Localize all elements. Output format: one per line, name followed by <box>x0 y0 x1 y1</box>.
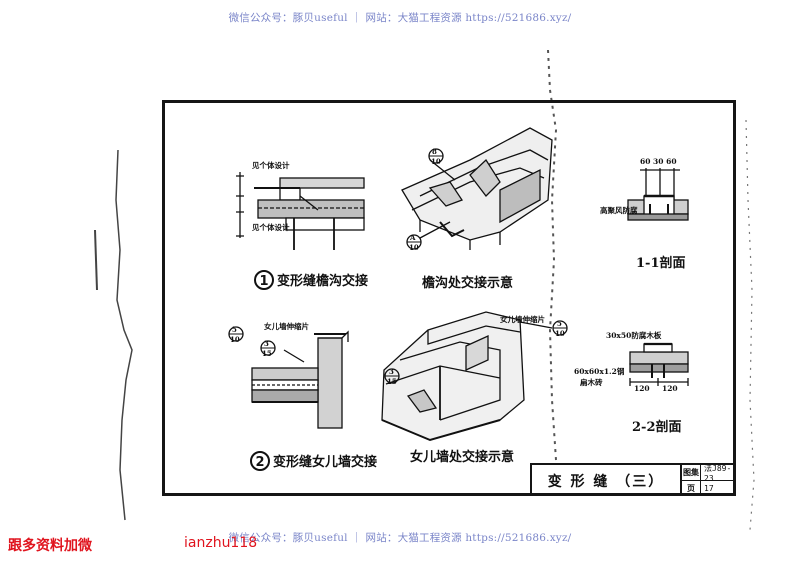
drawing-6-label-top: 30x50防腐木板 <box>606 331 662 340</box>
drawing-6-label-left-2: 扁木砖 <box>580 378 603 387</box>
drawing-5-note: 女儿墙伸缩片 <box>500 315 545 324</box>
drawing-4-ref-b-num: 3 <box>264 339 269 348</box>
drawing-2-caption: 檐沟处交接示意 <box>422 276 514 291</box>
drawing-1-note-top: 见个体设计 <box>252 161 290 170</box>
drawing-3-label: 高聚风防腐 <box>600 206 638 215</box>
page-key: 页 <box>682 481 701 496</box>
drawing-3-linework <box>627 168 689 221</box>
drawing-6-dim-right: 120 <box>662 384 678 393</box>
drawing-5-ref-b-num: 3 <box>389 367 394 376</box>
drawing-sheet-frame <box>162 100 736 496</box>
drawing-1-number: 1 <box>254 270 274 290</box>
drawing-2-ref-bottom-den: 10 <box>409 243 419 252</box>
drawing-5-ref-b-den: 15 <box>387 377 397 386</box>
drawing-5-linework <box>381 311 568 442</box>
drawing-5-caption: 女儿墙处交接示意 <box>410 450 515 465</box>
drawing-2-ref-top-num: 8 <box>432 147 437 156</box>
title-block: 变 形 缝 （三） 图集 法J89-23 页 17 <box>530 463 736 496</box>
sheet-title: 变 形 缝 （三） <box>532 465 682 496</box>
drawing-3-dims: 60 30 60 <box>640 157 677 166</box>
drawing-5-ref-a-den: 10 <box>555 329 565 338</box>
drawing-1-linework <box>236 172 365 250</box>
drawing-4-note: 女儿墙伸缩片 <box>264 322 309 331</box>
footer-left-text: 跟多资料加微 <box>8 538 92 554</box>
drawing-4-ref-b-den: 15 <box>262 349 272 358</box>
drawing-6-caption: 2-2剖面 <box>632 420 682 435</box>
page-value: 17 <box>704 484 714 493</box>
drawing-2-linework <box>401 127 553 250</box>
drawing-4-ref-a-den: 10 <box>230 335 240 344</box>
drawing-3-caption: 1-1剖面 <box>636 256 686 271</box>
watermark-top: 微信公众号：豚贝useful ｜ 网站：大猫工程资源 https://52168… <box>228 12 572 24</box>
atlas-value: 法J89-23 <box>704 463 732 483</box>
drawing-4-caption-text: 变形缝女儿墙交接 <box>273 455 378 470</box>
footer-right-text: ianzhu118 <box>184 535 258 551</box>
drawing-4-number: 2 <box>250 451 270 471</box>
drawing-2-ref-top-den: 10 <box>431 157 441 166</box>
drawing-1-note-bottom: 见个体设计 <box>252 223 290 232</box>
drawing-6-linework <box>629 342 689 386</box>
drawing-6-dim-left: 120 <box>634 384 650 393</box>
drawing-5-ref-a-num: 5 <box>557 319 562 328</box>
drawing-2-ref-bottom-num: A <box>410 233 416 242</box>
drawing-6-label-left-1: 60x60x1.2钢 <box>574 367 625 376</box>
title-block-row-atlas: 图集 法J89-23 <box>682 463 736 483</box>
drawing-4-ref-a-num: 5 <box>232 325 237 334</box>
title-block-grid: 图集 法J89-23 页 17 <box>682 463 736 496</box>
drawing-1-caption-text: 变形缝檐沟交接 <box>277 274 369 289</box>
title-block-row-page: 页 17 <box>682 481 736 496</box>
atlas-key: 图集 <box>682 465 701 480</box>
watermark-bottom: 微信公众号：豚贝useful ｜ 网站：大猫工程资源 https://52168… <box>228 532 572 544</box>
drawing-4-linework <box>228 326 349 429</box>
